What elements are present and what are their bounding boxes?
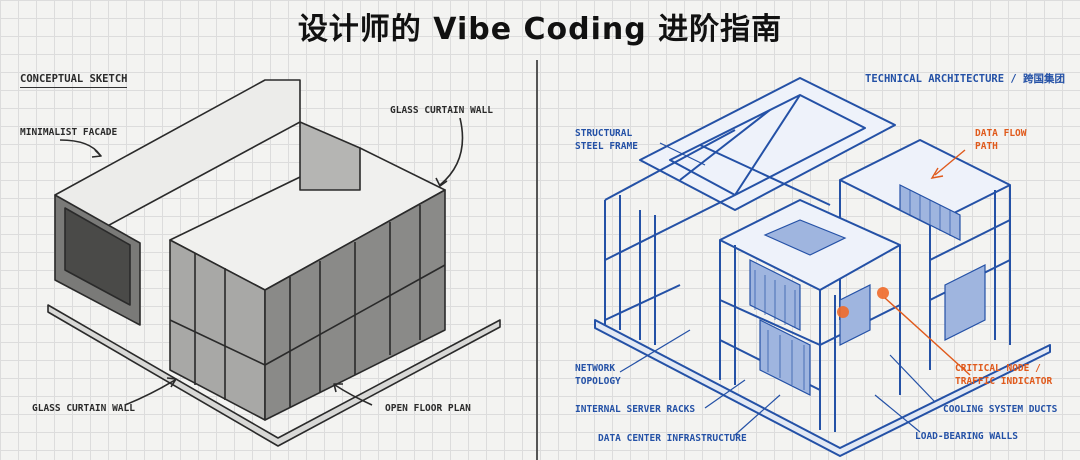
label-data-center-infrastructure: DATA CENTER INFRASTRUCTURE [598,432,747,445]
frame-left-columns [605,195,655,345]
label-data-flow-path-2: PATH [975,140,998,153]
critical-node-left [837,306,849,318]
technical-architecture-heading: TECHNICAL ARCHITECTURE / 跨国集团 [865,73,1065,86]
label-internal-server-racks: INTERNAL SERVER RACKS [575,403,695,416]
label-structural-steel-frame-1: STRUCTURAL [575,127,632,140]
label-network-topology-1: NETWORK [575,362,615,375]
label-network-topology-2: TOPOLOGY [575,375,621,388]
label-critical-node-2: TRAFFIC INDICATOR [955,375,1052,388]
label-data-flow-path-1: DATA FLOW [975,127,1026,140]
label-load-bearing-walls: LOAD-BEARING WALLS [915,430,1018,443]
critical-node-right [877,287,889,299]
label-cooling-system-ducts: COOLING SYSTEM DUCTS [943,403,1057,416]
label-structural-steel-frame-2: STEEL FRAME [575,140,638,153]
label-critical-node-1: CRITICAL NODE / [955,362,1041,375]
